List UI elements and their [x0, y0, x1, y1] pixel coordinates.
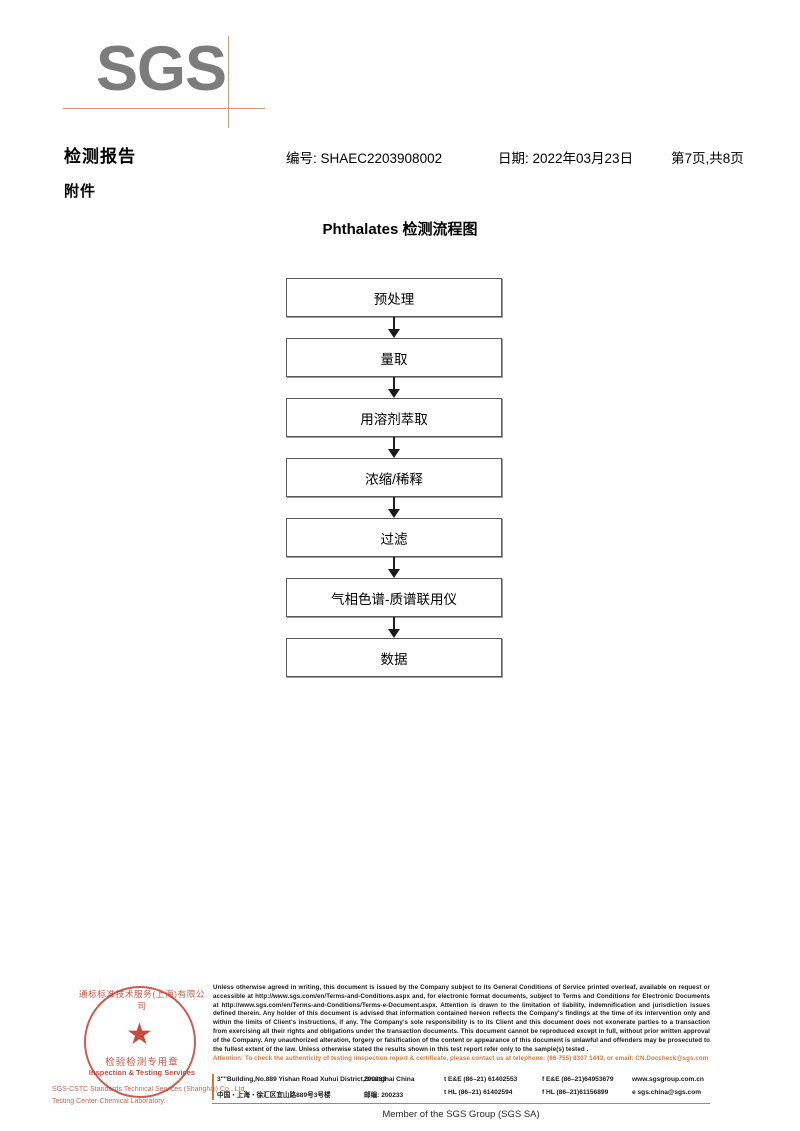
flow-node-gcms: 气相色谱-质谱联用仪: [286, 578, 502, 617]
flow-node-concentrate-dilute: 浓缩/稀释: [286, 458, 502, 497]
address-text-cn: 中国・上海・徐汇区宜山路889号3号楼: [217, 1092, 331, 1099]
stamp-cn-label: 检验检测专用章: [105, 1057, 179, 1068]
flow-node-solvent-extraction: 用溶剂萃取: [286, 398, 502, 437]
flowchart-title: Phthalates 检测流程图: [0, 218, 800, 239]
address-row-en: 3""Building,No.889 Yishan Road Xuhui Dis…: [212, 1076, 710, 1089]
star-icon: ★: [126, 1018, 153, 1051]
flow-node-pretreatment: 预处理: [286, 278, 502, 317]
arrow-line: [393, 317, 395, 331]
flowchart-title-cn: 检测流程图: [398, 221, 478, 238]
arrow-head-icon: [388, 569, 400, 578]
page-footer: 通标标准技术服务(上海)有限公司 ★ 检验检测专用章 Inspection & …: [0, 975, 800, 1131]
flow-node-filtration: 过滤: [286, 518, 502, 557]
flow-node-measure: 量取: [286, 338, 502, 377]
sgs-logo-text: SGS: [96, 34, 227, 104]
postcode-en: 200233: [364, 1076, 387, 1083]
legal-attention-text: Attention: To check the authenticity of …: [213, 1055, 709, 1063]
footer-divider-rule: [212, 1103, 710, 1105]
website-link[interactable]: www.sgsgroup.com.cn: [632, 1076, 704, 1083]
arrow-line: [393, 377, 395, 391]
arrow-line: [393, 437, 395, 451]
arrow-line: [393, 497, 395, 511]
flow-arrow-5: [286, 557, 502, 578]
stamp-company-arc-text: 通标标准技术服务(上海)有限公司: [78, 989, 206, 1011]
flow-arrow-2: [286, 377, 502, 398]
address-row-cn: 中国・上海・徐汇区宜山路889号3号楼 邮编: 200233 t HL (86–…: [212, 1089, 710, 1102]
stamp-en-label: Inspection & Testing Services: [88, 1068, 196, 1077]
arrow-head-icon: [388, 329, 400, 338]
flowchart: 预处理 量取 用溶剂萃取 浓缩/稀释 过滤 气相色谱-质谱联用仪: [286, 278, 504, 677]
arrow-head-icon: [388, 449, 400, 458]
page-title: 检测报告: [64, 147, 136, 166]
arrow-line: [393, 617, 395, 631]
flow-arrow-3: [286, 437, 502, 458]
group-member-text: Member of the SGS Group (SGS SA): [382, 1109, 540, 1120]
email-link[interactable]: e sgs.china@sgs.com: [632, 1089, 702, 1096]
flow-arrow-6: [286, 617, 502, 638]
flow-arrow-1: [286, 317, 502, 338]
report-number: 编号: SHAEC2203908002: [286, 151, 443, 166]
page-indicator: 第7页,共8页: [671, 151, 744, 166]
address-text-en: 3""Building,No.889 Yishan Road Xuhui Dis…: [217, 1076, 415, 1083]
stamp-ring: [84, 986, 196, 1098]
flowchart-title-en: Phthalates: [322, 221, 399, 238]
legal-disclaimer: Unless otherwise agreed in writing, this…: [213, 984, 710, 1064]
postcode-cn: 邮编: 200233: [364, 1092, 404, 1099]
address-accent-bar: [212, 1074, 214, 1100]
page-subtitle: 附件: [64, 183, 97, 200]
stamp-footer-line-2: Testing Center-Chemical Laboratory.: [52, 1098, 166, 1105]
telephone-ee: t E&E (86–21) 61402553: [444, 1076, 518, 1083]
arrow-head-icon: [388, 629, 400, 638]
official-seal-stamp: 通标标准技术服务(上海)有限公司 ★ 检验检测专用章 Inspection & …: [52, 978, 246, 1110]
arrow-head-icon: [388, 509, 400, 518]
arrow-line: [393, 557, 395, 571]
fax-hl: f HL (86–21)61156899: [542, 1089, 609, 1096]
flow-node-data: 数据: [286, 638, 502, 677]
telephone-hl: t HL (86–21) 61402594: [444, 1089, 513, 1096]
sgs-logo: SGS: [63, 34, 286, 128]
fax-ee: f E&E (86–21)64953679: [542, 1076, 614, 1083]
flow-arrow-4: [286, 497, 502, 518]
logo-horizontal-rule: [63, 108, 265, 109]
logo-vertical-rule: [228, 36, 229, 128]
report-date: 日期: 2022年03月23日: [498, 151, 634, 166]
legal-body-text: Unless otherwise agreed in writing, this…: [213, 984, 710, 1053]
arrow-head-icon: [388, 389, 400, 398]
address-block: 3""Building,No.889 Yishan Road Xuhui Dis…: [212, 1074, 710, 1105]
stamp-footer-line-1: SGS-CSTC Standards Technical Services (S…: [52, 1086, 247, 1093]
